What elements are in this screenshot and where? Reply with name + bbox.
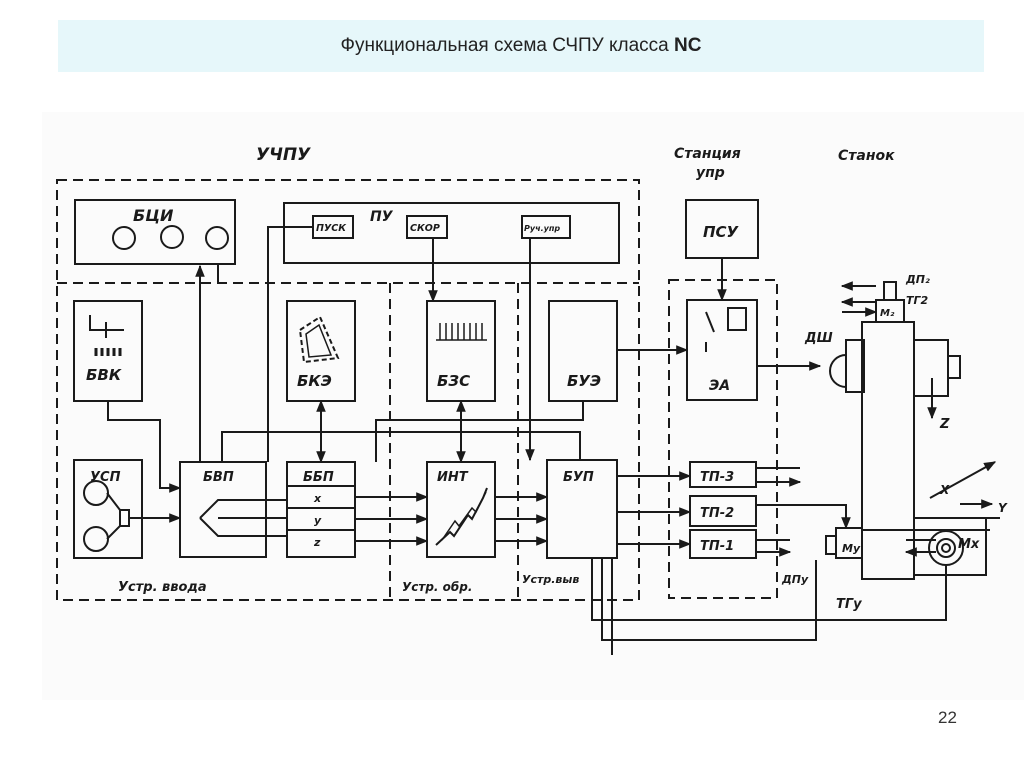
- wire-bvp-split: [199, 499, 287, 537]
- spindle-housing: [845, 339, 865, 393]
- label-mx: Мx: [958, 537, 980, 552]
- slide-number: 22: [938, 708, 957, 727]
- wire-bvp-bup: [221, 431, 581, 462]
- label-tg2: ТГ2: [906, 294, 929, 307]
- label-tp2: ТП-2: [700, 506, 734, 521]
- slide-title-bold: NC: [674, 35, 702, 56]
- label-axis-z: z: [313, 536, 321, 549]
- label-axis-x: x: [313, 492, 322, 505]
- label-bke: БКЭ: [297, 372, 332, 390]
- spindle-nose: [828, 354, 847, 388]
- label-station: Станция: [674, 146, 741, 162]
- label-input-device: Устр. ввода: [118, 580, 207, 595]
- bvk-holes: [94, 348, 122, 356]
- int-curve-2: [441, 491, 487, 541]
- label-bvp: БВП: [203, 470, 234, 485]
- btsi-indicator-3: [205, 226, 229, 250]
- wire-pusk-bvp: [267, 226, 313, 462]
- bvk-symbol: [89, 315, 124, 338]
- label-axis-y: y: [314, 514, 322, 527]
- label-btsi: БЦИ: [133, 206, 174, 225]
- btsi-indicator-2: [160, 225, 184, 249]
- label-pu: ПУ: [370, 209, 394, 225]
- label-dp2: ДП₂: [905, 273, 930, 286]
- bke-contour: [298, 315, 340, 364]
- bzs-pulse-train: [436, 323, 487, 341]
- label-processing-device: Устр. обр.: [402, 580, 472, 594]
- label-machine: Станок: [838, 148, 895, 164]
- label-uchpu: УЧПУ: [256, 145, 311, 165]
- label-bup: БУП: [563, 470, 594, 485]
- bke-contour-inner: [305, 323, 333, 358]
- label-bvk: БВК: [86, 366, 122, 384]
- label-skor: СКОР: [410, 223, 440, 234]
- wire-tp2-my: [756, 504, 851, 530]
- pu-block: [283, 202, 620, 264]
- slide-title-main: Функциональная схема СЧПУ класса: [340, 35, 669, 56]
- slide-title: Функциональная схема СЧПУ класса NC: [341, 35, 702, 57]
- btsi-indicator-1: [112, 226, 136, 250]
- label-y: Y: [998, 501, 1008, 515]
- label-tp1: ТП-1: [700, 539, 734, 554]
- label-dpy: ДПy: [781, 573, 809, 586]
- wire-bbp-bue: [375, 401, 584, 462]
- label-usp: УСП: [90, 470, 121, 485]
- label-pusk: ПУСК: [316, 223, 347, 234]
- diagram-paper: [42, 112, 1024, 700]
- label-dsh: ДШ: [804, 331, 833, 346]
- label-psu: ПСУ: [703, 223, 740, 241]
- mx-motor-inner: [941, 543, 951, 553]
- bup-block: [546, 459, 618, 559]
- wire-bvk-bvp: [107, 401, 182, 493]
- mx-motor-mid: [936, 538, 956, 558]
- label-x: X: [939, 483, 950, 497]
- uchpu-frame: [56, 179, 640, 601]
- label-bbp: ББП: [303, 470, 334, 485]
- x-axis-arrow: [929, 461, 997, 499]
- mx-wires: [906, 539, 936, 552]
- skor-button: [406, 215, 448, 239]
- label-my: Мy: [842, 542, 861, 555]
- label-bue: БУЭ: [567, 372, 601, 390]
- label-m2: М₂: [880, 308, 895, 319]
- label-output-device: Устр.выв: [522, 573, 579, 586]
- label-bzs: БЗС: [437, 372, 470, 390]
- label-ruch: Руч.упр: [524, 224, 560, 233]
- label-int: ИНТ: [437, 470, 469, 485]
- ea-contact: [705, 311, 715, 352]
- wire-tp3-out: [756, 467, 800, 482]
- label-station-upr: упр: [696, 165, 725, 181]
- wire-tp1-out: [756, 539, 790, 552]
- dp2-sensor: [883, 281, 897, 301]
- ruch-button: [521, 215, 571, 239]
- btsi-block: [74, 199, 236, 265]
- usp-block: [73, 459, 143, 559]
- label-z: Z: [939, 417, 950, 432]
- label-ea: ЭА: [709, 378, 730, 394]
- label-tp3: ТП-3: [700, 470, 734, 485]
- wire-feedback-dpy: [601, 558, 817, 641]
- slide-title-bar: Функциональная схема СЧПУ класса NC: [58, 20, 984, 72]
- wire-feedback-mx: [591, 558, 947, 621]
- ea-coil: [727, 307, 747, 331]
- column-knob: [947, 355, 961, 379]
- label-tgy: ТГy: [836, 597, 862, 612]
